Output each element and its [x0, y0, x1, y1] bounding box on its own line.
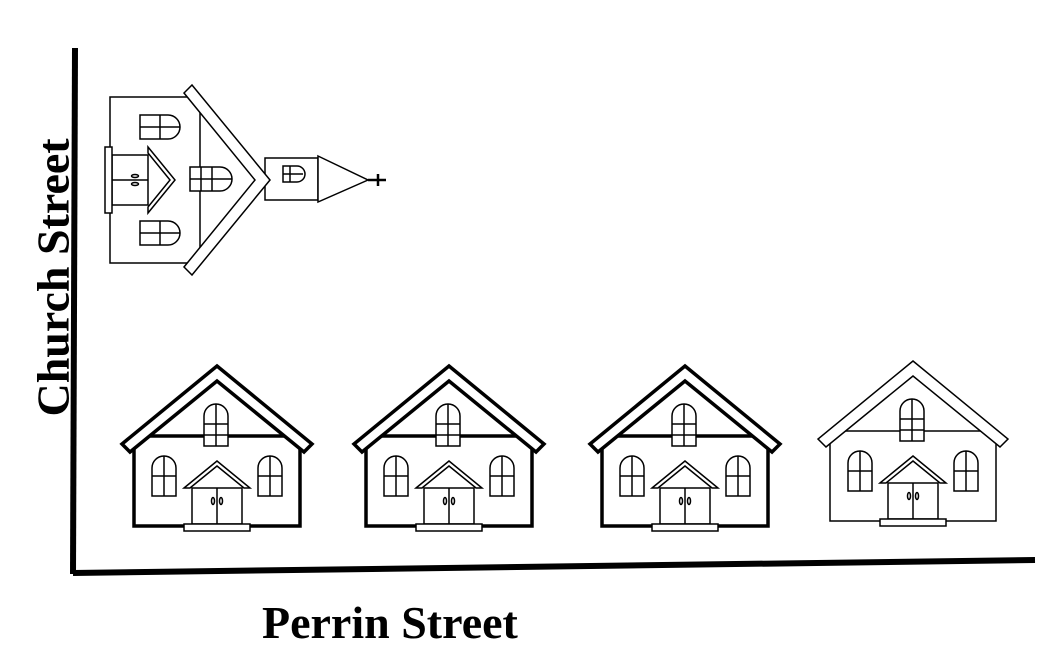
house-icon-4: [817, 360, 1009, 527]
y-axis-label: Church Street: [27, 138, 79, 417]
x-axis-line: [72, 557, 1036, 576]
house-icon-2: [353, 365, 545, 532]
church-icon: [104, 84, 386, 276]
y-axis-line: [70, 47, 78, 575]
house-icon-3: [589, 365, 781, 532]
house-icon-1: [121, 365, 313, 532]
x-axis-label: Perrin Street: [262, 597, 518, 648]
